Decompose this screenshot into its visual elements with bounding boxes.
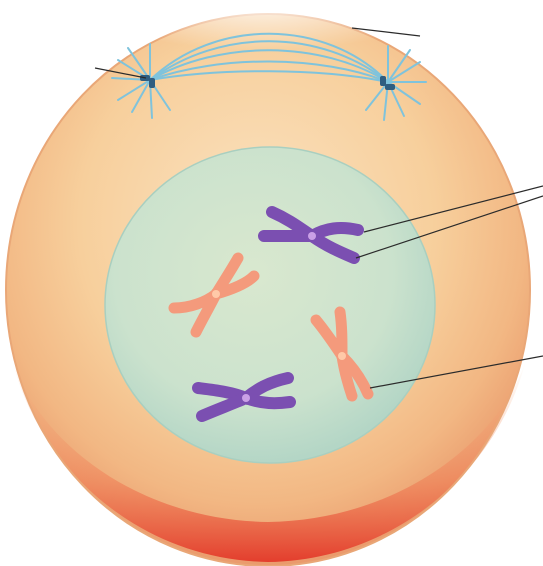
right-centrosome: [380, 76, 395, 90]
leader-lines: [94, 27, 543, 389]
purple-chromosome-upper: [258, 206, 364, 264]
leader-line-chromosome-b: [355, 195, 543, 259]
nucleus: [104, 146, 436, 464]
pink-chromosome-right: [310, 306, 374, 402]
leader-line-pink-chromosome: [369, 355, 543, 389]
pink-chromosome-left: [168, 252, 260, 338]
purple-chromosome-lower: [192, 372, 296, 422]
leader-line-top-right: [351, 27, 421, 37]
leader-line-chromosome-a: [363, 185, 543, 233]
leader-line-left-centrosome: [94, 67, 147, 79]
